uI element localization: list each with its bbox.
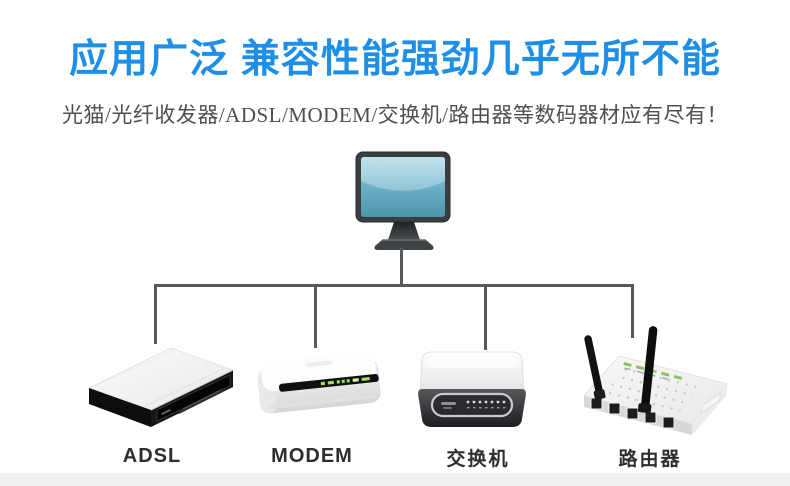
connector-line-router (631, 284, 634, 338)
network-switch-device-icon (418, 351, 526, 427)
adsl-modem-device-icon (87, 347, 235, 427)
wireless-router-device-icon (583, 326, 728, 435)
device-label-switch: 交换机 (446, 449, 510, 470)
connector-line-adsl (154, 284, 157, 344)
page-subtitle: 光猫/光纤收发器/ADSL/MODEM/交换机/路由器等数码器材应有尽有！ (61, 103, 728, 127)
bottom-strip (0, 473, 790, 486)
device-label-router: 路由器 (618, 449, 682, 470)
router-antenna-left (584, 335, 606, 400)
computer-monitor-icon (355, 151, 451, 250)
page-title: 应用广泛 兼容性能强劲几乎无所不能 (69, 38, 721, 81)
connector-line-switch (484, 284, 487, 350)
connector-line-horizontal (154, 284, 634, 287)
connector-line-root (400, 248, 403, 286)
device-label-modem: MODEM (271, 445, 353, 467)
device-label-adsl: ADSL (122, 445, 182, 467)
connector-line-modem (314, 284, 317, 348)
modem-device-icon (257, 350, 381, 414)
router-antenna-right (637, 326, 658, 414)
